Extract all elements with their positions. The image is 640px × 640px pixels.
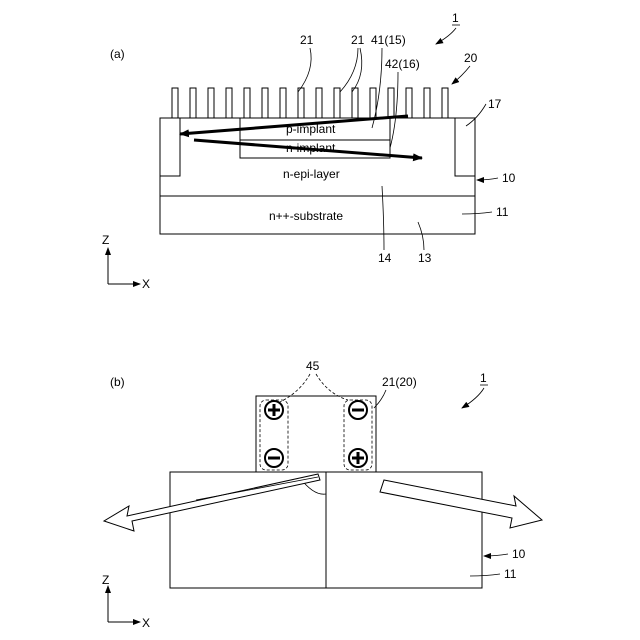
ref-device-leader-b	[462, 388, 484, 408]
ref-17-leader	[466, 104, 486, 126]
pillar	[262, 88, 268, 118]
ref-10-leader-b	[484, 554, 508, 556]
pillar	[352, 88, 358, 118]
ref-21-20-label: 21(20)	[382, 375, 417, 389]
ref-11-leader-b	[470, 574, 500, 576]
pillar	[190, 88, 196, 118]
ref-20-label: 20	[464, 51, 478, 65]
pillar	[388, 88, 394, 118]
ref-21-label-1: 21	[300, 33, 314, 47]
ref-10-label-b: 10	[512, 547, 526, 561]
strain-arrow-left-midline	[196, 477, 318, 500]
ref-device-label: 1	[452, 11, 459, 25]
z-axis-label: Z	[102, 233, 109, 247]
pillar-array	[172, 88, 448, 118]
pillar	[280, 88, 286, 118]
pillar	[244, 88, 250, 118]
figure-b: (b) 1 45	[102, 359, 542, 630]
ref-14-label: 14	[378, 251, 392, 265]
x-axis-label: X	[142, 277, 150, 291]
pillar	[406, 88, 412, 118]
epi-layer-label: n-epi-layer	[283, 167, 340, 181]
pillar	[298, 88, 304, 118]
pillar	[172, 88, 178, 118]
pillar	[442, 88, 448, 118]
side-trench-left	[160, 118, 180, 176]
ref-device-label-b: 1	[480, 371, 487, 385]
pillar	[370, 88, 376, 118]
ref-13-leader	[418, 222, 424, 250]
ref-21-label-2: 21	[351, 33, 365, 47]
ref-42-label: 42(16)	[385, 57, 420, 71]
ref-45-label: 45	[306, 359, 320, 373]
plus-icon	[265, 401, 283, 419]
minus-icon	[349, 401, 367, 419]
ref-10-leader	[477, 178, 498, 180]
ref-45-leader-left	[280, 374, 310, 402]
substrate-label: n++-substrate	[269, 209, 343, 223]
panel-label-a: (a)	[110, 47, 125, 61]
pillar	[424, 88, 430, 118]
ref-10-label: 10	[502, 171, 516, 185]
ref-21-leader-2a	[340, 48, 358, 92]
panel-label-b: (b)	[110, 375, 125, 389]
plus-icon	[349, 449, 367, 467]
ref-41-label: 41(15)	[371, 33, 406, 47]
x-axis-label-b: X	[142, 616, 150, 630]
pillar	[226, 88, 232, 118]
ref-11-label: 11	[496, 205, 509, 219]
pillar	[208, 88, 214, 118]
figure-a: (a) 1	[102, 11, 516, 291]
side-trench-right	[455, 118, 475, 176]
pillar	[334, 88, 340, 118]
ref-17-label: 17	[488, 97, 502, 111]
strain-arrow-right	[380, 480, 542, 528]
z-axis-label-b: Z	[102, 573, 109, 587]
ref-11-leader	[462, 212, 492, 214]
ref-device-leader	[436, 28, 456, 44]
minus-icon	[265, 449, 283, 467]
ref-20-leader	[452, 66, 470, 84]
pillar	[316, 88, 322, 118]
ref-21-leader-1	[298, 48, 311, 92]
ref-11-label-b: 11	[504, 567, 517, 581]
ref-13-label: 13	[418, 251, 432, 265]
